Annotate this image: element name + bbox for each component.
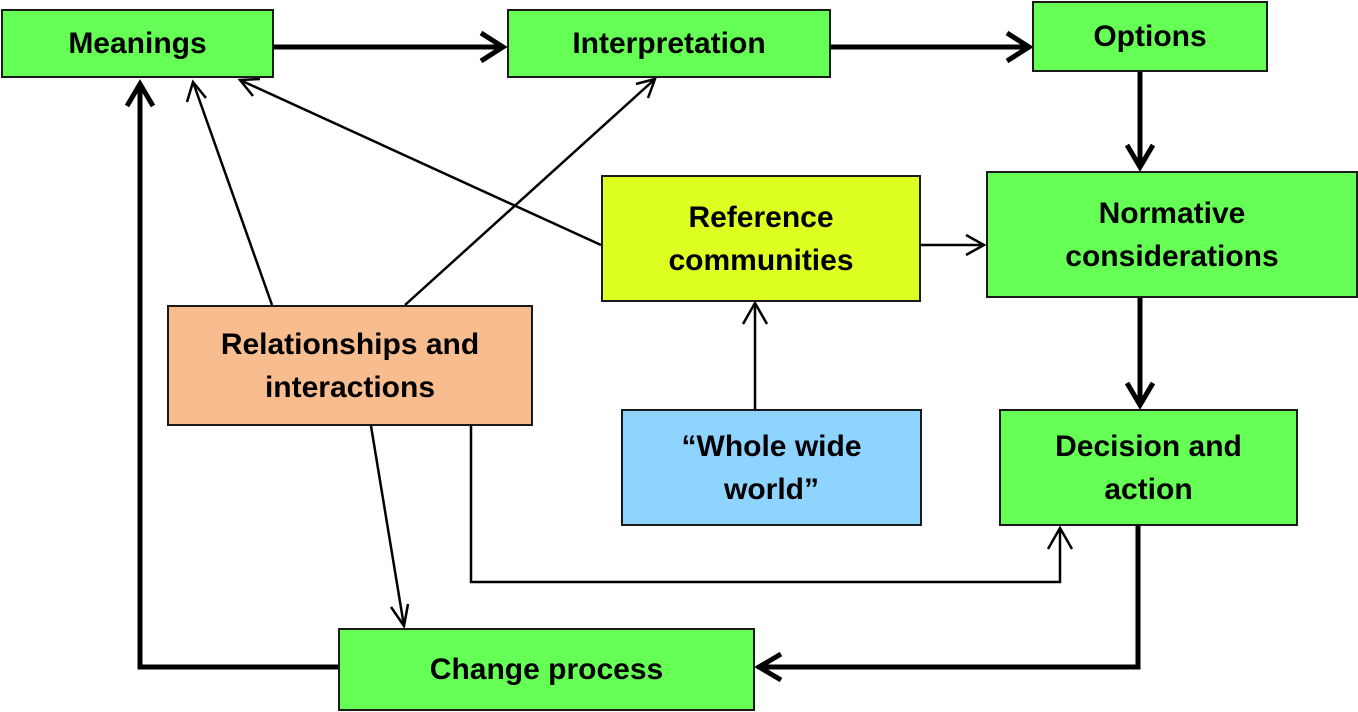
interpretation-label: Interpretation bbox=[572, 27, 766, 60]
normative-considerations-box: Normative considerations bbox=[986, 171, 1358, 298]
arrowhead-normative bbox=[1124, 143, 1156, 172]
edge-relationships-to-change bbox=[369, 425, 406, 627]
arrowhead-interpretation-thin bbox=[635, 77, 658, 99]
normative-considerations-label: Normative considerations bbox=[1065, 196, 1279, 273]
arrowhead-change-process bbox=[754, 651, 783, 683]
change-process-label: Change process bbox=[429, 653, 664, 686]
interpretation-box: Interpretation bbox=[507, 9, 831, 78]
arrowhead-meanings-thick bbox=[124, 79, 156, 108]
edge-relationships-to-meanings bbox=[191, 81, 274, 306]
meanings-box: Meanings bbox=[1, 9, 274, 78]
relationships-interactions-label: Relationships and interactions bbox=[220, 327, 480, 404]
decision-action-label: Decision and action bbox=[1055, 429, 1242, 506]
edge-relationships-to-decision bbox=[469, 426, 1062, 584]
edge-reference-to-meanings bbox=[239, 78, 602, 247]
edge-decision-to-change bbox=[759, 525, 1141, 670]
options-label: Options bbox=[1093, 20, 1207, 53]
whole-wide-world-label: “Whole wide world” bbox=[681, 429, 862, 506]
change-process-box: Change process bbox=[338, 628, 755, 711]
decision-action-box: Decision and action bbox=[999, 409, 1298, 526]
arrowhead-meanings-from-reference bbox=[237, 77, 261, 97]
arrowhead-decision-thin bbox=[1046, 525, 1074, 550]
arrowhead-meanings-from-relationships bbox=[185, 79, 207, 103]
meanings-label: Meanings bbox=[68, 27, 207, 60]
options-box: Options bbox=[1032, 1, 1268, 72]
arrowhead-interpretation bbox=[479, 30, 508, 64]
relationships-interactions-box: Relationships and interactions bbox=[167, 305, 533, 426]
arrowhead-options bbox=[1005, 30, 1034, 64]
edge-relationships-to-interpretation bbox=[404, 78, 656, 306]
reference-communities-box: Reference communities bbox=[601, 175, 921, 302]
reference-communities-label: Reference communities bbox=[668, 200, 854, 277]
arrowhead-decision bbox=[1124, 381, 1156, 410]
arrowhead-normative-thin bbox=[965, 233, 987, 257]
edge-change-to-meanings bbox=[137, 84, 338, 670]
arrowhead-change-process-thin bbox=[389, 603, 410, 630]
whole-wide-world-box: “Whole wide world” bbox=[621, 409, 922, 526]
arrowhead-reference bbox=[741, 300, 769, 325]
